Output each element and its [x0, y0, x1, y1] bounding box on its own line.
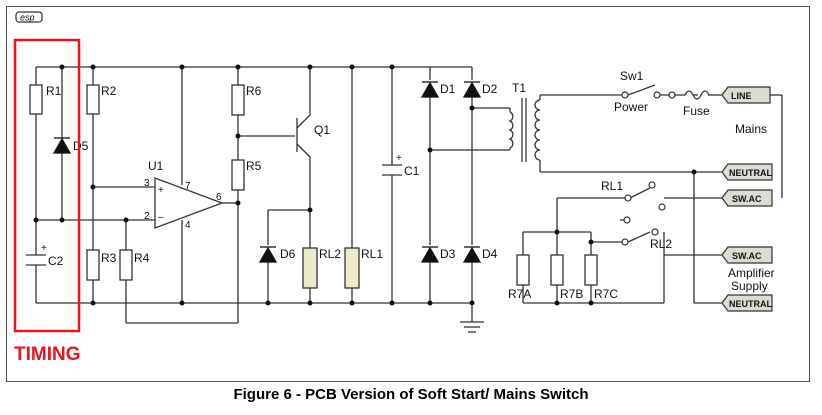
label-d1: D1: [440, 82, 456, 96]
label-mains: Mains: [735, 122, 767, 136]
terminal-line: LINE: [731, 91, 752, 101]
terminal-neutral-1: NEUTRAL: [729, 168, 772, 178]
label-amplifier: Amplifier: [728, 266, 775, 280]
label-r2: R2: [101, 84, 117, 98]
diagram-frame: [6, 6, 810, 382]
c1-polarity: +: [396, 153, 402, 164]
label-r7a: R7A: [508, 287, 531, 301]
label-c2: C2: [48, 254, 64, 268]
label-sw1: Sw1: [620, 69, 644, 83]
terminal-swac-1: SW.AC: [732, 194, 762, 204]
label-r7b: R7B: [560, 287, 583, 301]
label-t1: T1: [512, 81, 526, 95]
timing-highlight-box: [13, 38, 81, 333]
pin-2: 2: [144, 211, 150, 222]
opamp-plus: +: [158, 185, 164, 196]
label-d3: D3: [440, 247, 456, 261]
label-d2: D2: [482, 82, 498, 96]
label-r6: R6: [246, 84, 262, 98]
esp-logo-box: [15, 11, 43, 23]
timing-label: TIMING: [14, 344, 81, 365]
label-supply: Supply: [731, 279, 768, 293]
label-r4: R4: [134, 251, 150, 265]
label-r1: R1: [46, 84, 62, 98]
label-rl1: RL1: [361, 247, 383, 261]
pin-3: 3: [144, 178, 150, 189]
label-r7c: R7C: [594, 287, 618, 301]
opamp-minus: –: [158, 212, 164, 223]
label-r5: R5: [246, 159, 262, 173]
label-r3: R3: [101, 251, 117, 265]
terminal-swac-2: SW.AC: [732, 251, 762, 261]
pin-6: 6: [216, 192, 222, 203]
pin-7: 7: [185, 181, 191, 192]
terminal-neutral-2: NEUTRAL: [729, 299, 772, 309]
label-rl2: RL2: [319, 247, 341, 261]
label-fuse: Fuse: [683, 104, 710, 118]
label-rl2-contact: RL2: [650, 237, 672, 251]
label-c1: C1: [404, 164, 420, 178]
schematic: LINE NEUTRAL SW.AC SW.AC NEUTRAL esp R1 …: [13, 11, 783, 333]
figure-caption: Figure 6 - PCB Version of Soft Start/ Ma…: [233, 386, 589, 403]
esp-logo-text: esp: [20, 13, 35, 23]
label-q1: Q1: [314, 123, 330, 137]
label-rl1-contact: RL1: [601, 179, 623, 193]
pin-4: 4: [185, 220, 191, 231]
label-d5: D5: [73, 139, 89, 153]
label-power: Power: [614, 100, 648, 114]
c2-polarity: +: [41, 243, 47, 254]
label-u1: U1: [148, 159, 164, 173]
label-d4: D4: [482, 247, 498, 261]
label-d6: D6: [280, 247, 296, 261]
